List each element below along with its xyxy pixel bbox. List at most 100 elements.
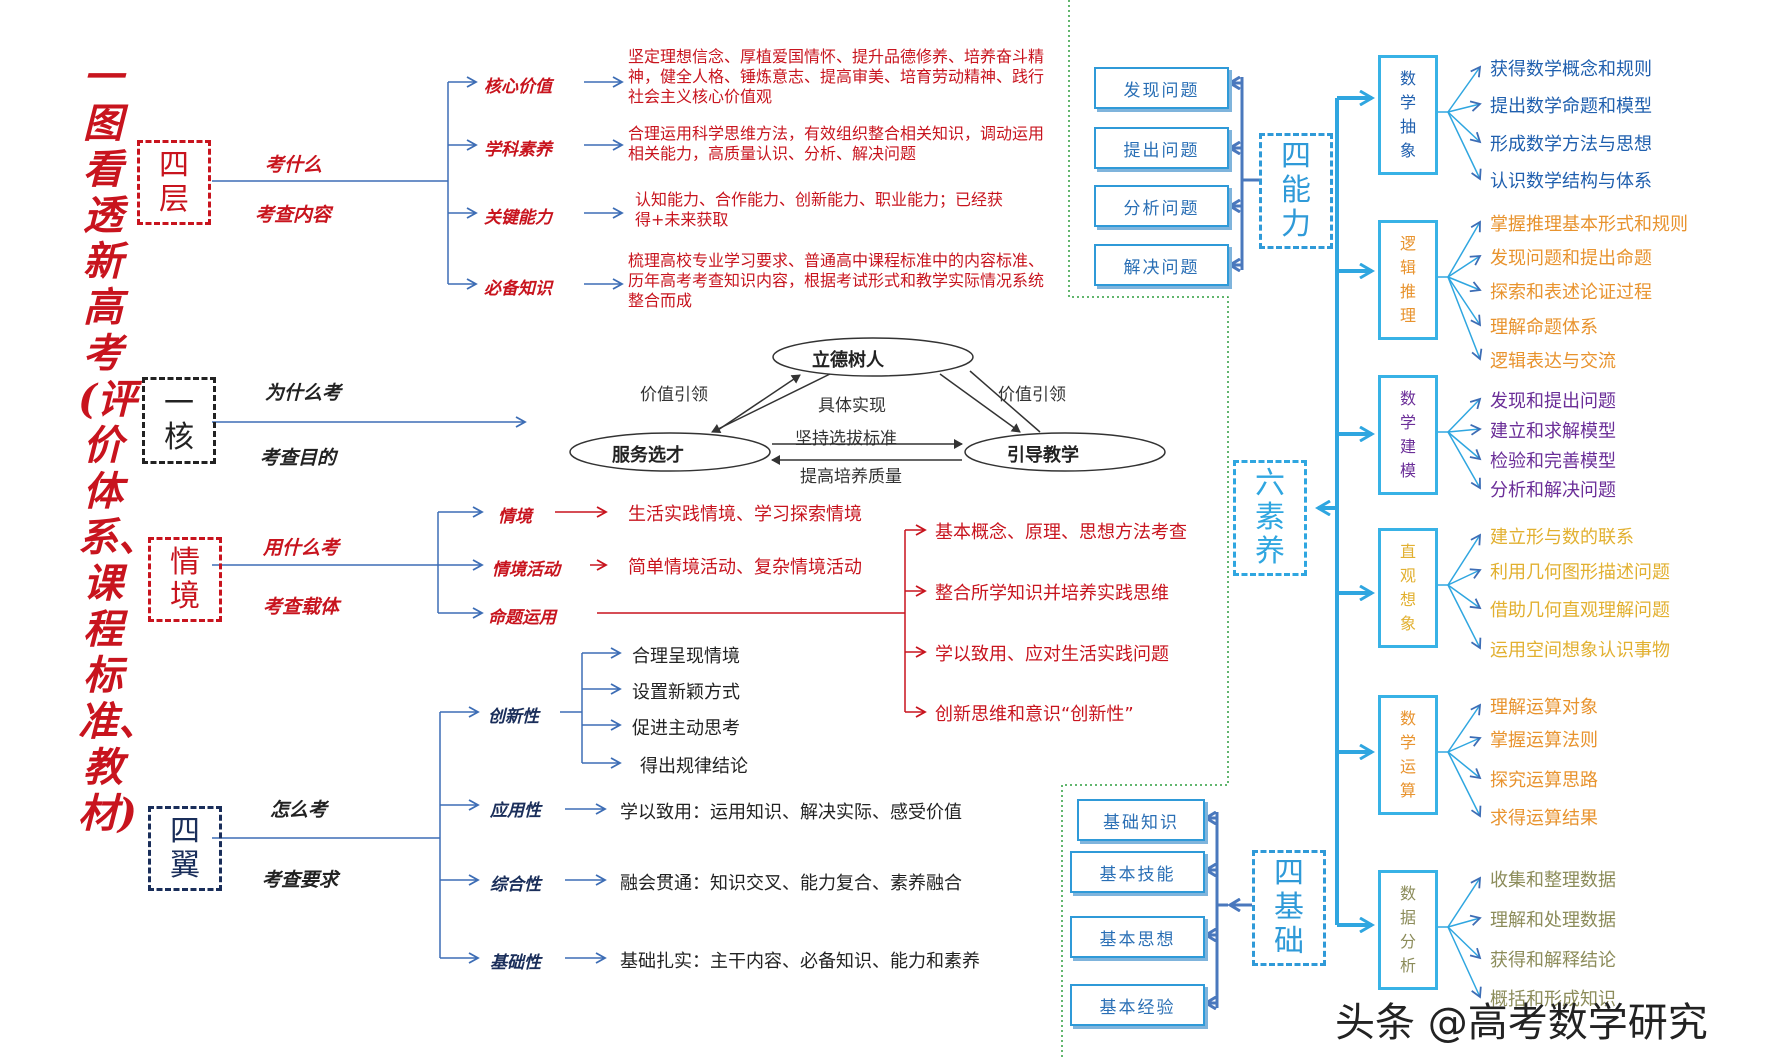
mingti-4: 创新思维和意识“创新性”: [935, 704, 1134, 725]
suyang-fan-2-2: [1447, 431, 1482, 461]
suyang-item-3-3: 运用空间想象认识事物: [1490, 640, 1670, 661]
suyang-item-2-1: 建立和求解模型: [1490, 421, 1616, 442]
siyi-connectors: [212, 647, 622, 964]
suyang-item-4-2: 探究运算思路: [1490, 770, 1598, 791]
label-box-sinengli: 四能力: [1259, 133, 1333, 249]
suyang-fan-1-4: [1447, 276, 1483, 361]
desc-bibei: 梳理高校专业学习要求、普通高中课程标准中的内容标准、历年高考考查知识内容，根据考…: [628, 251, 1045, 310]
dotted-separators: [1061, 0, 1229, 1059]
suyang-box-1: 逻辑推理: [1378, 220, 1438, 340]
chuangxin-2: 设置新颖方式: [632, 682, 740, 703]
chuangxin-1: 合理呈现情境: [632, 646, 740, 667]
tag-siyi-2: 考查要求: [262, 869, 339, 891]
label-box-liusuyang: 六素养: [1233, 460, 1307, 576]
node-jichu: 基础性: [490, 953, 541, 973]
suyang-item-3-0: 建立形与数的联系: [1490, 527, 1634, 548]
label-yihe: 一核: [164, 385, 194, 455]
suyang-item-5-3: 概括和形成知识: [1490, 989, 1616, 1010]
suyang-fan-5-3: [1447, 926, 1482, 999]
nengli-4: 解决问题: [1094, 244, 1229, 286]
tri-mid: 坚持选拔标准: [795, 429, 897, 449]
sinengli-connectors: [1230, 77, 1262, 270]
suyang-item-1-4: 逻辑表达与交流: [1490, 351, 1616, 372]
suyang-item-0-0: 获得数学概念和规则: [1490, 59, 1652, 80]
suyang-fan-1-3: [1447, 276, 1482, 327]
suyang-item-4-0: 理解运算对象: [1490, 697, 1598, 718]
suyang-fan-4-3: [1447, 751, 1482, 818]
label-box-qingjing: 情境: [148, 537, 222, 622]
suyang-fan-0-2: [1447, 111, 1482, 144]
tag-sihceng-1: 考什么: [265, 154, 323, 176]
suyang-fan-3-1: [1447, 568, 1482, 586]
suyang-item-1-3: 理解命题体系: [1490, 317, 1598, 338]
suyang-item-3-2: 借助几何直观理解问题: [1490, 600, 1670, 621]
tri-top: 立德树人: [812, 350, 884, 371]
label-qingjing: 情境: [170, 544, 200, 614]
suyang-fan-0-0: [1447, 65, 1482, 113]
desc-jichu: 基础扎实：主干内容、必备知识、能力和素养: [620, 951, 980, 972]
suyang-fan-0-3: [1447, 111, 1482, 181]
node-zonghe: 综合性: [490, 875, 541, 895]
suyang-fan-3-0: [1447, 533, 1481, 586]
label-sijichu: 四基础: [1274, 856, 1304, 959]
label-liusuyang: 六素养: [1255, 466, 1285, 569]
desc-xueke: 合理运用科学思维方法，有效组织整合相关知识，调动运用相关能力，高质量认识、分析、…: [628, 124, 1045, 163]
suyang-item-2-0: 发现和提出问题: [1490, 391, 1616, 412]
mingti-2: 整合所学知识并培养实践思维: [935, 583, 1169, 604]
suyang-fan-3-3: [1447, 584, 1482, 650]
node-guanjian: 关键能力: [484, 208, 552, 228]
qingjing-red-connectors: [555, 506, 927, 718]
node-qingjing: 情境: [498, 507, 532, 527]
node-lide: [772, 337, 974, 377]
tri-right: 引导教学: [1007, 445, 1079, 466]
suyang-item-1-2: 探索和表述论证过程: [1490, 282, 1652, 303]
suyang-fan-lines: [1434, 65, 1483, 999]
suyang-fan-0-1: [1447, 100, 1482, 113]
suyang-item-5-1: 理解和处理数据: [1490, 910, 1616, 931]
suyang-name-1: 逻辑推理: [1399, 234, 1416, 325]
suyang-box-0: 数学抽象: [1378, 55, 1438, 175]
suyang-box-4: 数学运算: [1378, 695, 1438, 815]
label-box-yihe: 一核: [142, 377, 216, 464]
suyang-item-1-0: 掌握推理基本形式和规则: [1490, 214, 1688, 235]
chuangxin-3: 促进主动思考: [632, 718, 740, 739]
tri-left-edge: 价值引领: [640, 385, 708, 405]
suyang-fan-2-1: [1447, 424, 1482, 436]
main-title: 一图看透新高考(评价体系、课程标准、教材): [78, 54, 158, 837]
tri-bottom: 提高培养质量: [800, 467, 902, 487]
suyang-item-4-1: 掌握运算法则: [1490, 730, 1598, 751]
label-box-siyi: 四翼: [148, 806, 222, 891]
suyang-fan-4-0: [1447, 703, 1482, 753]
node-chuangxin: 创新性: [488, 707, 539, 727]
suyang-box-3: 直观想象: [1378, 528, 1438, 648]
node-qingjing-huodong: 情境活动: [492, 560, 560, 580]
suyang-box-5: 数据分析: [1378, 870, 1438, 990]
node-yingyong: 应用性: [490, 801, 541, 821]
tri-inner-top: 具体实现: [818, 396, 886, 416]
suyang-fan-3-2: [1447, 584, 1482, 610]
chuangxin-4: 得出规律结论: [640, 756, 748, 777]
qingjing-connectors: [212, 506, 484, 619]
suyang-name-5: 数据分析: [1399, 884, 1416, 975]
suyang-item-0-1: 提出数学命题和模型: [1490, 96, 1652, 117]
nengli-3: 分析问题: [1094, 185, 1229, 227]
jichu-2: 基本技能: [1070, 851, 1205, 893]
suyang-fan-1-1: [1447, 254, 1482, 278]
suyang-fan-1-0: [1447, 220, 1481, 278]
suyang-name-2: 数学建模: [1399, 389, 1416, 480]
suyang-fan-5-2: [1447, 926, 1482, 960]
suyang-fan-5-1: [1447, 914, 1482, 928]
suyang-item-2-2: 检验和完善模型: [1490, 451, 1616, 472]
node-yindao: [964, 432, 1166, 472]
tag-qingjing-2: 考查载体: [263, 596, 340, 618]
node-fuwu: [569, 432, 771, 472]
suyang-name-3: 直观想象: [1399, 542, 1416, 633]
tag-qingjing-1: 用什么考: [263, 537, 340, 559]
suyang-fan-4-2: [1447, 751, 1482, 780]
suyang-fan-5-0: [1447, 876, 1482, 928]
liusuyang-spine: [1318, 98, 1372, 925]
node-bibei: 必备知识: [484, 279, 552, 299]
suyang-fan-4-1: [1447, 736, 1482, 753]
